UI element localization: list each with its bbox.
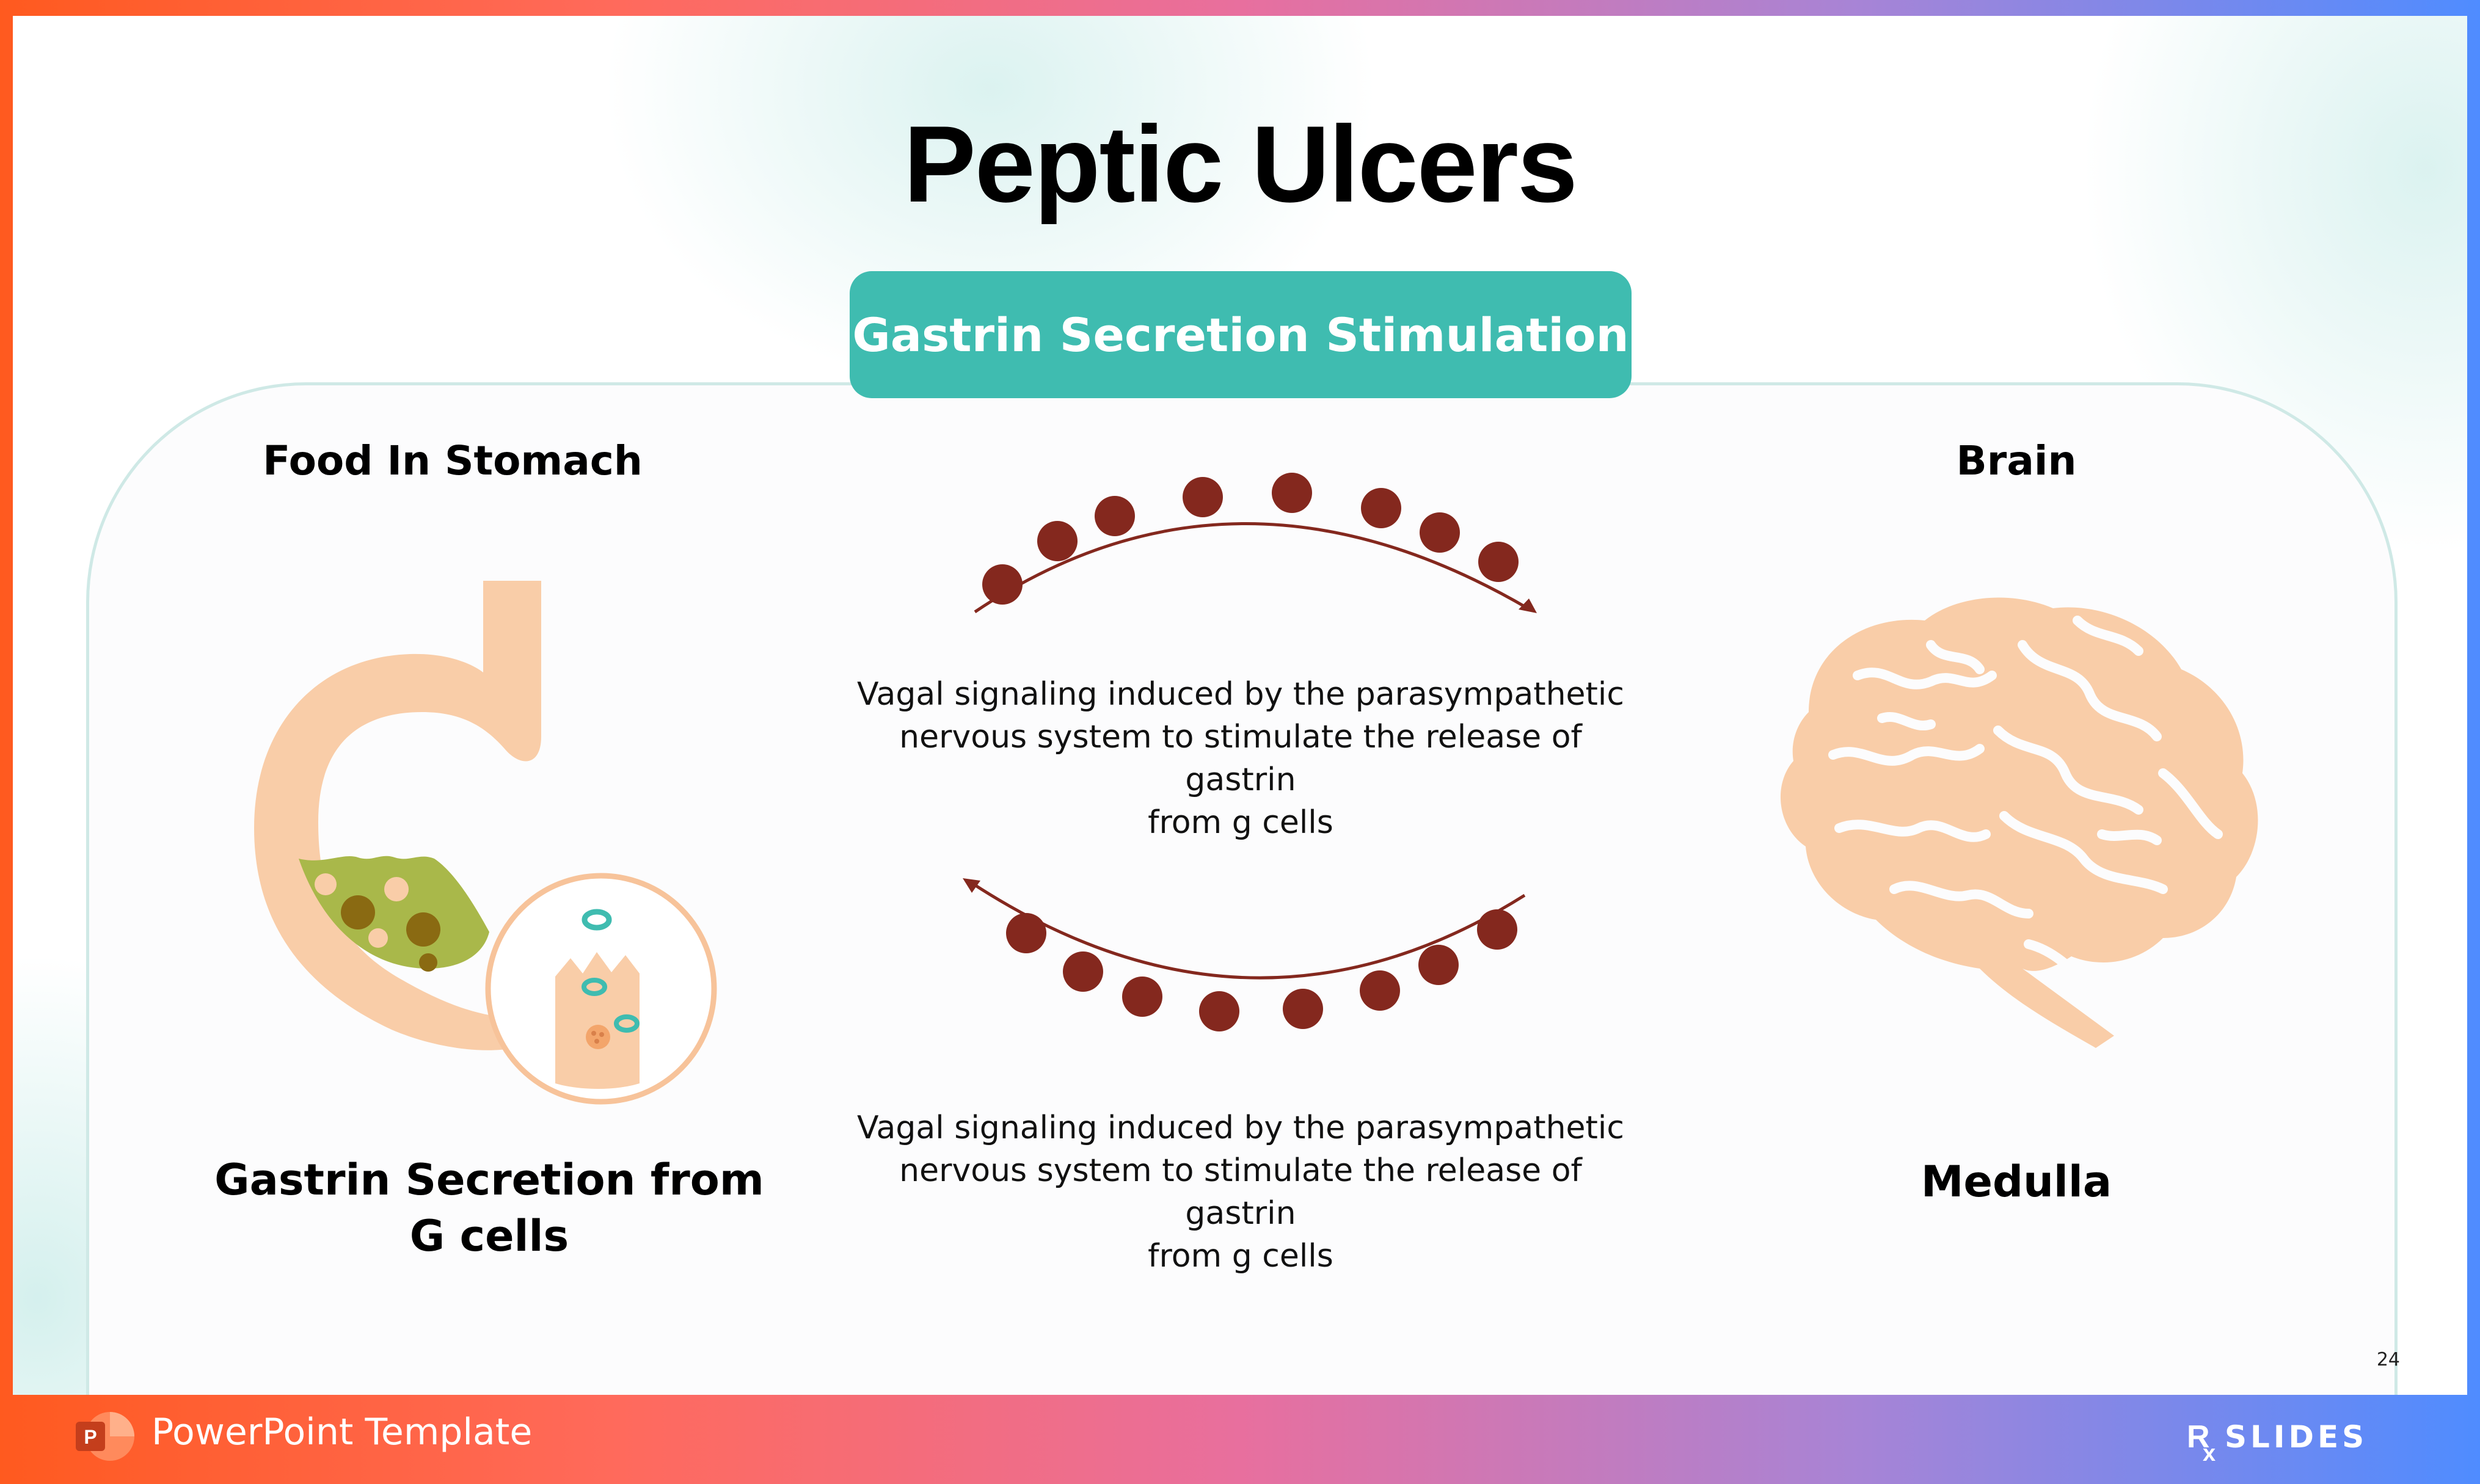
brand-logo: R x SLIDES xyxy=(2187,1419,2368,1466)
description-bottom-line: Vagal signaling induced by the parasympa… xyxy=(857,1110,1624,1146)
footer-template-label: PowerPoint Template xyxy=(151,1411,533,1453)
arc-dot xyxy=(1199,991,1239,1031)
slide-title: Peptic Ulcers xyxy=(903,103,1578,225)
section-header-label: Gastrin Secretion Stimulation xyxy=(852,307,1629,362)
powerpoint-icon: P xyxy=(76,1412,134,1461)
slide: Peptic Ulcers Gastrin Secretion Stimulat… xyxy=(13,16,2467,1395)
arc-dot xyxy=(1183,477,1223,517)
bottom-arc-connector xyxy=(963,878,1526,1031)
description-top-line: nervous system to stimulate the release … xyxy=(899,719,1582,798)
arc-dot xyxy=(982,564,1023,605)
arc-dot xyxy=(1420,512,1460,553)
description-top: Vagal signaling induced by the parasympa… xyxy=(850,673,1632,844)
svg-text:SLIDES: SLIDES xyxy=(2225,1419,2368,1455)
brain-illustration xyxy=(1780,597,2258,1048)
page-number: 24 xyxy=(2376,1349,2400,1370)
arc-dot xyxy=(1360,970,1400,1011)
arc-dot xyxy=(1037,521,1078,561)
arc-dot xyxy=(1478,542,1519,582)
arc-dot xyxy=(1122,977,1162,1017)
arc-dot xyxy=(1063,951,1103,992)
label-gastrin-line1: Gastrin Secretion from xyxy=(214,1155,764,1205)
svg-text:P: P xyxy=(84,1426,97,1448)
svg-text:R: R xyxy=(2187,1419,2210,1455)
arc-dot xyxy=(1006,913,1046,953)
stomach-illustration xyxy=(254,581,541,1050)
label-brain: Brain xyxy=(1956,437,2077,484)
svg-text:x: x xyxy=(2203,1441,2216,1466)
arc-dot xyxy=(1477,909,1517,950)
g-cell-illustration xyxy=(485,873,717,1105)
top-arc-connector xyxy=(974,473,1537,614)
description-bottom-line: from g cells xyxy=(1148,1238,1333,1275)
label-medulla: Medulla xyxy=(1920,1157,2112,1207)
arc-dot xyxy=(1095,496,1135,536)
arc-dot xyxy=(1272,473,1312,513)
arc-dot xyxy=(1283,989,1323,1029)
description-bottom: Vagal signaling induced by the parasympa… xyxy=(850,1107,1632,1278)
arc-dot xyxy=(1418,945,1459,985)
label-food-in-stomach: Food In Stomach xyxy=(263,437,643,484)
description-top-line: Vagal signaling induced by the parasympa… xyxy=(857,676,1624,713)
section-header-pill: Gastrin Secretion Stimulation xyxy=(850,271,1632,398)
arc-dot xyxy=(1361,488,1401,528)
label-gastrin-secretion: Gastrin Secretion from G cells xyxy=(184,1152,795,1264)
description-top-line: from g cells xyxy=(1148,804,1333,841)
description-bottom-line: nervous system to stimulate the release … xyxy=(899,1152,1582,1232)
label-gastrin-line2: G cells xyxy=(409,1211,569,1261)
